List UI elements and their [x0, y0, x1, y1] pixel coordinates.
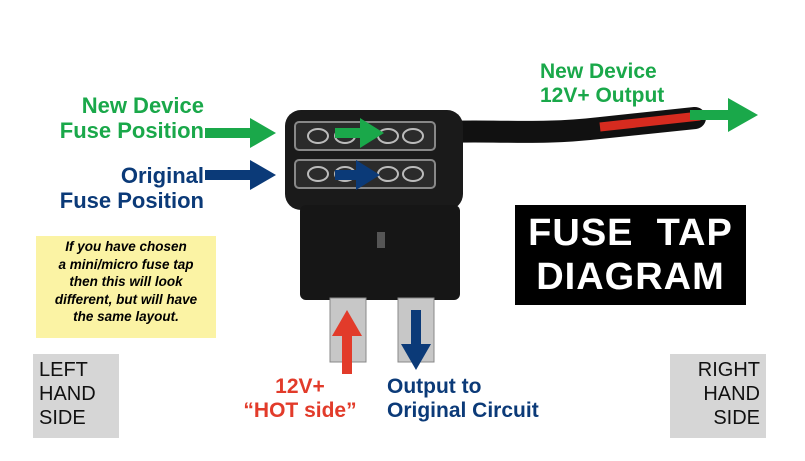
note-line: a mini/micro fuse tap: [58, 256, 194, 272]
note-line: then this will look: [69, 274, 183, 290]
arrow-original-fuse: [205, 160, 380, 190]
diagram-title: FUSE TAP DIAGRAM: [515, 205, 746, 305]
side-line: RIGHT: [697, 359, 760, 381]
fuse-tap-socket: [300, 205, 460, 300]
label-line: Fuse Position: [59, 118, 204, 144]
arrow-hot-side: [332, 310, 362, 374]
label-line: 12V+ Output: [540, 84, 665, 108]
label-line: New Device: [81, 93, 204, 118]
label-line: Original: [120, 163, 204, 188]
original-fuse-label: Original Fuse Position: [34, 163, 204, 214]
label-line: “HOT side”: [243, 399, 357, 423]
left-hand-side-label: LEFT HAND SIDE: [33, 354, 119, 438]
title-line: FUSE TAP: [528, 212, 733, 254]
right-hand-side-label: RIGHT HAND SIDE: [670, 354, 766, 438]
side-line: LEFT: [39, 359, 88, 381]
mini-fuse-note: If you have chosen a mini/micro fuse tap…: [36, 236, 216, 338]
label-line: Original Circuit: [387, 399, 539, 423]
side-line: HAND: [39, 383, 96, 405]
title-line: DIAGRAM: [536, 256, 725, 298]
arrow-new-device-output: [690, 98, 758, 132]
note-line: different, but will have: [54, 291, 198, 307]
label-line: 12V+: [275, 375, 325, 398]
note-line: the same layout.: [73, 309, 179, 325]
side-line: HAND: [703, 383, 760, 405]
arrow-new-device-fuse: [205, 118, 384, 148]
label-line: Output to: [387, 375, 482, 398]
output-original-label: Output to Original Circuit: [387, 375, 539, 423]
new-device-fuse-label: New Device Fuse Position: [34, 93, 204, 144]
red-wire: [599, 111, 701, 132]
hot-side-label: 12V+ “HOT side”: [220, 375, 380, 423]
arrow-output-original: [401, 310, 431, 370]
socket-slot: [377, 232, 385, 248]
label-line: Fuse Position: [59, 188, 204, 214]
side-line: SIDE: [713, 407, 760, 429]
note-line: If you have chosen: [65, 239, 187, 254]
label-line: New Device: [540, 60, 657, 83]
new-device-output-label: New Device 12V+ Output: [540, 60, 664, 108]
side-line: SIDE: [39, 407, 86, 429]
